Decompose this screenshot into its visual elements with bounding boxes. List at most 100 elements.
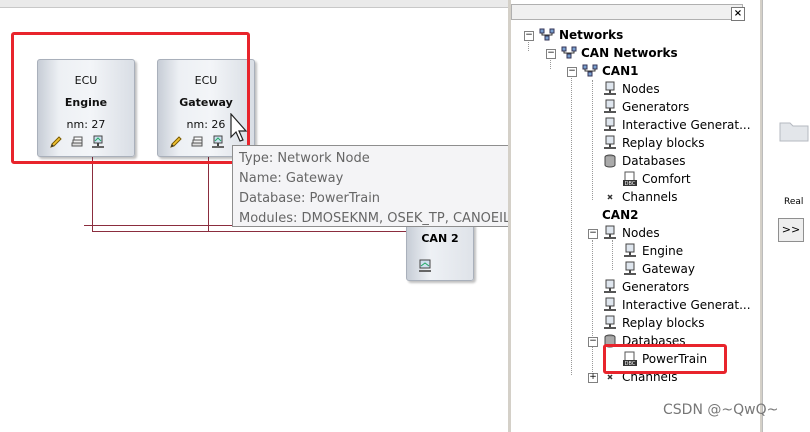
tree-item-can2-nodes[interactable]: Nodes	[602, 224, 660, 242]
tree-label: Replay blocks	[622, 316, 705, 330]
tree-item-can1-channels[interactable]: Channels	[602, 188, 678, 206]
tree-label: Replay blocks	[622, 136, 705, 150]
node-nm-label: nm: 27	[66, 118, 106, 131]
tree-item-can2-generators[interactable]: Generators	[602, 278, 689, 296]
tree-label: Gateway	[642, 262, 696, 276]
tree-label: Generators	[622, 100, 690, 114]
network-icon	[539, 28, 555, 41]
node-icon	[604, 135, 616, 149]
tree-item-database-comfort[interactable]: DBC Comfort	[622, 170, 691, 188]
watermark-text: CSDN @~QwQ~	[663, 402, 779, 418]
node-name-label: Gateway	[179, 96, 233, 109]
node-name-label: Engine	[64, 96, 108, 109]
bus-node-icon	[419, 259, 431, 272]
ecu-node-gateway[interactable]: ECU Gateway nm: 26	[157, 59, 255, 157]
right-side-pane	[762, 0, 810, 432]
ecu-node-engine[interactable]: ECU Engine nm: 27	[37, 59, 135, 157]
tree-label: CAN2	[602, 208, 639, 222]
tree-label: Databases	[622, 154, 686, 168]
tree-label: Engine	[642, 244, 684, 258]
bus-wire-lower	[92, 231, 406, 232]
tree-item-node-gateway[interactable]: Gateway	[622, 260, 695, 278]
tree-item-can1-nodes[interactable]: Nodes	[602, 80, 660, 98]
node-nm-label: nm: 26	[186, 118, 226, 131]
node-type-label: ECU	[74, 74, 98, 87]
channel-icon	[607, 374, 613, 380]
tree-item-networks[interactable]: Networks	[539, 26, 623, 44]
tree-item-database-powertrain[interactable]: DBC PowerTrain	[622, 350, 707, 368]
stack-config-icon[interactable]	[69, 134, 85, 150]
tree-line	[592, 240, 593, 380]
tree-label: CAN Networks	[581, 46, 678, 60]
channel-icon	[607, 194, 613, 200]
tree-item-node-engine[interactable]: Engine	[622, 242, 683, 260]
folder-icon	[779, 122, 809, 142]
tree-label: PowerTrain	[642, 352, 708, 366]
tooltip-modules: Modules: DMOSEKNM, OSEK_TP, CANOEILNLVEC…	[239, 211, 580, 226]
node-type-label: ECU	[194, 74, 218, 87]
tree-label: Interactive Generat...	[622, 118, 751, 132]
tree-item-can1[interactable]: CAN1	[582, 62, 639, 80]
tree-label: Channels	[622, 190, 678, 204]
svg-text:DBC: DBC	[625, 181, 636, 187]
pencil-icon[interactable]	[48, 134, 64, 150]
tree-label: Interactive Generat...	[622, 298, 751, 312]
node-icon	[604, 279, 616, 293]
tree-line	[592, 80, 593, 200]
forward-button[interactable]: >>	[778, 218, 804, 242]
collapse-toggle[interactable]: −	[546, 48, 556, 59]
node-icon	[604, 117, 616, 131]
node-icon	[604, 225, 616, 239]
tree-item-can2[interactable]: CAN2	[602, 206, 639, 224]
tree-line	[528, 39, 529, 51]
tree-item-can-networks[interactable]: CAN Networks	[561, 44, 678, 62]
mouse-cursor-icon	[230, 113, 248, 142]
tree-label: Comfort	[642, 172, 691, 186]
engine-node-wire	[92, 157, 93, 232]
collapse-toggle[interactable]: −	[588, 336, 598, 347]
can2-bus-block[interactable]: CAN 2	[406, 223, 474, 281]
tooltip-name: Name: Gateway	[239, 171, 344, 186]
tree-item-can1-interactive-generators[interactable]: Interactive Generat...	[602, 116, 751, 134]
tree-item-can1-replay-blocks[interactable]: Replay blocks	[602, 134, 705, 152]
database-icon	[604, 154, 616, 168]
real-label: Real	[784, 197, 804, 207]
dbc-file-icon: DBC	[623, 171, 637, 187]
network-icon	[582, 64, 598, 77]
tree-item-can2-interactive-generators[interactable]: Interactive Generat...	[602, 296, 751, 314]
tree-item-can2-replay-blocks[interactable]: Replay blocks	[602, 314, 705, 332]
tree-item-can1-databases[interactable]: Databases	[602, 152, 686, 170]
node-icon	[624, 243, 636, 257]
network-tree-panel[interactable]: × − Networks − CAN Networks − CAN1 Nodes…	[508, 0, 762, 432]
tree-line	[612, 240, 613, 270]
tooltip-type: Type: Network Node	[239, 151, 370, 166]
tree-label: Networks	[559, 28, 624, 42]
bus-label: CAN 2	[421, 232, 459, 245]
node-icon	[604, 297, 616, 311]
network-icon	[561, 46, 577, 59]
node-icon	[604, 81, 616, 95]
node-icon	[604, 99, 616, 113]
tree-label: CAN1	[602, 64, 639, 78]
expand-toggle[interactable]: +	[588, 372, 598, 383]
canvas-top-bar	[0, 0, 508, 8]
close-icon[interactable]: ×	[731, 7, 745, 21]
collapse-toggle[interactable]: −	[524, 30, 534, 41]
stack-config-icon[interactable]	[189, 134, 205, 150]
network-node-icon[interactable]	[210, 134, 226, 150]
tree-label: Nodes	[622, 226, 660, 240]
svg-text:DBC: DBC	[625, 361, 636, 367]
dbc-file-icon: DBC	[623, 351, 637, 367]
tree-line	[550, 57, 551, 69]
tooltip-database: Database: PowerTrain	[239, 191, 381, 206]
node-icon	[604, 315, 616, 329]
collapse-toggle[interactable]: −	[588, 228, 598, 239]
collapse-toggle[interactable]: −	[567, 66, 577, 77]
pencil-icon[interactable]	[168, 134, 184, 150]
network-node-icon[interactable]	[90, 134, 106, 150]
node-icon	[624, 261, 636, 275]
highlight-box-nodes	[11, 32, 250, 164]
highlight-box-powertrain	[603, 344, 727, 374]
tree-item-can1-generators[interactable]: Generators	[602, 98, 689, 116]
tree-label: Generators	[622, 280, 690, 294]
